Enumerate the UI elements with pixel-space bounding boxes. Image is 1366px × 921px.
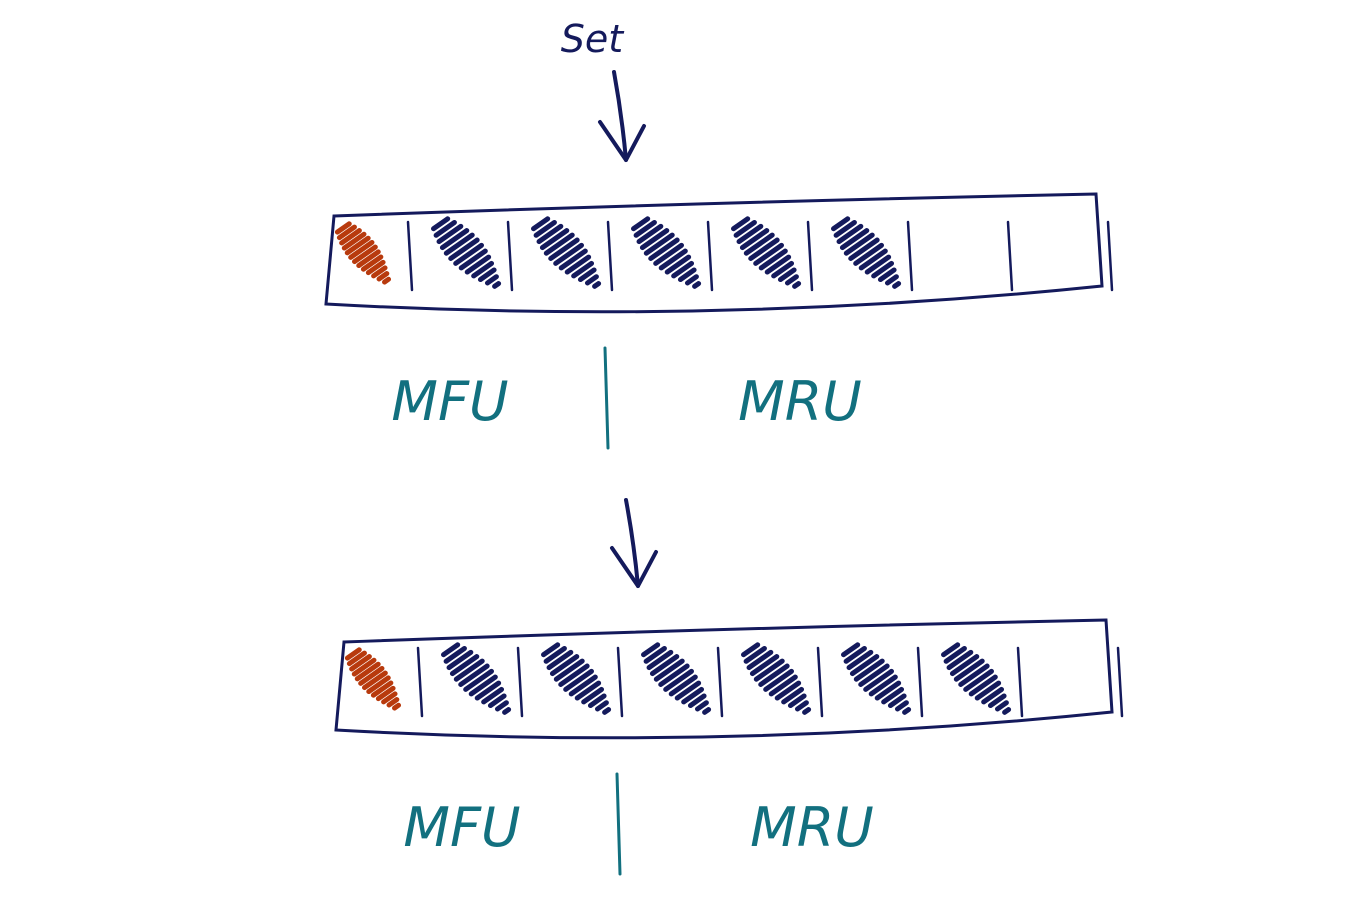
cache-cell-filled [631, 216, 714, 292]
cache-row-frame [334, 618, 1114, 740]
cache-cell-filled [941, 642, 1024, 718]
cache-cell-highlight [334, 220, 414, 292]
cache-panel-before: MFU MRU [324, 192, 1114, 450]
insert-arrow-icon [598, 70, 646, 162]
cache-row-frame [324, 192, 1104, 314]
mfu-mru-divider [603, 346, 610, 450]
cache-cell-highlight [344, 646, 424, 718]
cache-cell-filled [431, 216, 514, 292]
cache-cell-filled [641, 642, 724, 718]
cache-cell-filled [831, 216, 914, 292]
cache-cell-empty [1006, 220, 1014, 292]
mfu-label: MFU [391, 370, 508, 433]
cache-cell-empty [1106, 220, 1114, 292]
cache-cells [344, 642, 1124, 718]
set-label: Set [561, 17, 626, 61]
cache-cell-filled [531, 216, 614, 292]
cache-cell-filled [731, 216, 814, 292]
cache-cell-filled [841, 642, 924, 718]
cache-cell-filled [441, 642, 524, 718]
mfu-label: MFU [403, 796, 520, 859]
mru-label: MRU [738, 370, 862, 433]
cache-panel-after: MFU MRU [334, 618, 1124, 876]
cache-cell-filled [541, 642, 624, 718]
cache-cell-filled [741, 642, 824, 718]
mfu-mru-divider [615, 772, 622, 876]
transition-arrow-icon [610, 498, 658, 588]
cache-cell-empty [1116, 646, 1124, 718]
cache-cells [334, 216, 1114, 292]
mru-label: MRU [750, 796, 874, 859]
